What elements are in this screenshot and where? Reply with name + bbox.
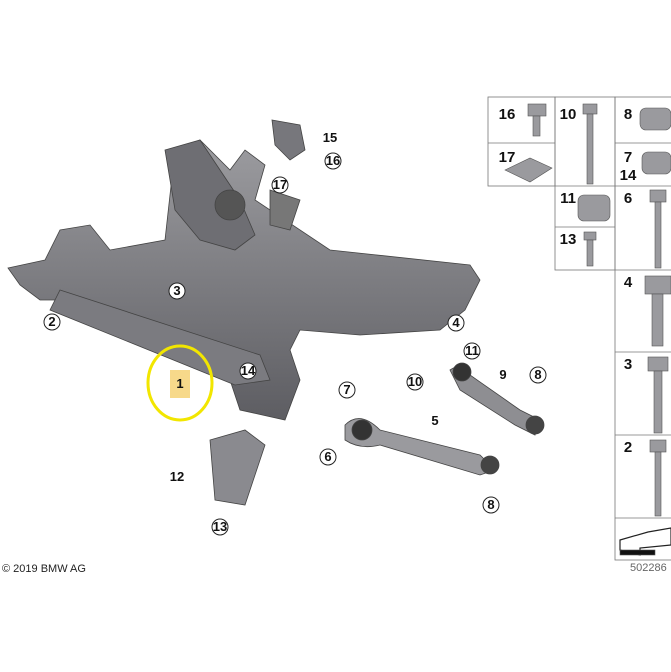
callout-label: 9	[499, 367, 506, 382]
callout-label: 15	[323, 130, 337, 145]
panel-label-2: 2	[624, 439, 632, 456]
callout-8: 8	[482, 496, 500, 514]
callout-label: 14	[241, 363, 256, 378]
callout-label: 5	[431, 413, 438, 428]
callout-label: 12	[170, 469, 184, 484]
callout-label: 1	[176, 376, 183, 391]
callout-label: 16	[326, 153, 340, 168]
panel-label-11: 11	[560, 190, 576, 207]
callout-label: 4	[452, 315, 460, 330]
callout-15: 15	[323, 130, 337, 145]
panel-label-16: 16	[499, 106, 516, 123]
callout-1: 1	[176, 376, 183, 391]
callout-5: 5	[431, 413, 438, 428]
panel-label-6: 6	[624, 190, 632, 207]
callout-6: 6	[319, 448, 337, 466]
panel-label-3: 3	[624, 356, 632, 373]
panel-label-10: 10	[560, 106, 577, 123]
callout-9: 9	[499, 367, 506, 382]
callout-label: 11	[465, 343, 479, 358]
callout-label: 2	[48, 314, 55, 329]
callout-16: 16	[324, 152, 342, 170]
panel-label-8: 8	[624, 106, 632, 123]
callout-label: 17	[273, 177, 287, 192]
panel-labels: 16 17 10 8 714 11 13 6 4 3 2	[499, 106, 637, 456]
callout-label: 3	[173, 283, 180, 298]
callout-label: 7	[343, 382, 350, 397]
parts-panel	[487, 96, 671, 561]
callout-label: 8	[534, 367, 541, 382]
callouts: 15 16 17 3 2 4 1 14 11 7 10 9 8 5 6 12 13 8	[43, 130, 547, 536]
callout-label: 6	[324, 449, 331, 464]
callout-label: 13	[213, 519, 227, 534]
callout-4: 4	[447, 314, 465, 332]
callout-3: 3	[168, 282, 186, 300]
subframe-drawing	[7, 119, 545, 506]
highlight-ring	[146, 344, 214, 422]
callout-13: 13	[211, 518, 229, 536]
callout-8: 8	[529, 366, 547, 384]
fastener-drawings	[504, 103, 671, 556]
highlight-label-box	[170, 370, 190, 398]
callout-2: 2	[43, 313, 61, 331]
copyright: © 2019 BMW AG	[2, 563, 86, 575]
callout-12: 12	[170, 469, 184, 484]
callout-17: 17	[271, 176, 289, 194]
callout-7: 7	[338, 381, 356, 399]
panel-label-17: 17	[499, 149, 516, 166]
callout-label: 8	[487, 497, 494, 512]
callout-14: 14	[239, 362, 257, 380]
panel-label-14: 14	[620, 167, 637, 184]
panel-label-13: 13	[560, 231, 577, 248]
panel-label-7: 7	[624, 149, 632, 166]
callout-11: 11	[463, 342, 481, 360]
callout-10: 10	[406, 373, 424, 391]
callout-label: 10	[408, 374, 422, 389]
diagram-code: 502286	[630, 562, 667, 574]
panel-label-4: 4	[624, 274, 633, 291]
